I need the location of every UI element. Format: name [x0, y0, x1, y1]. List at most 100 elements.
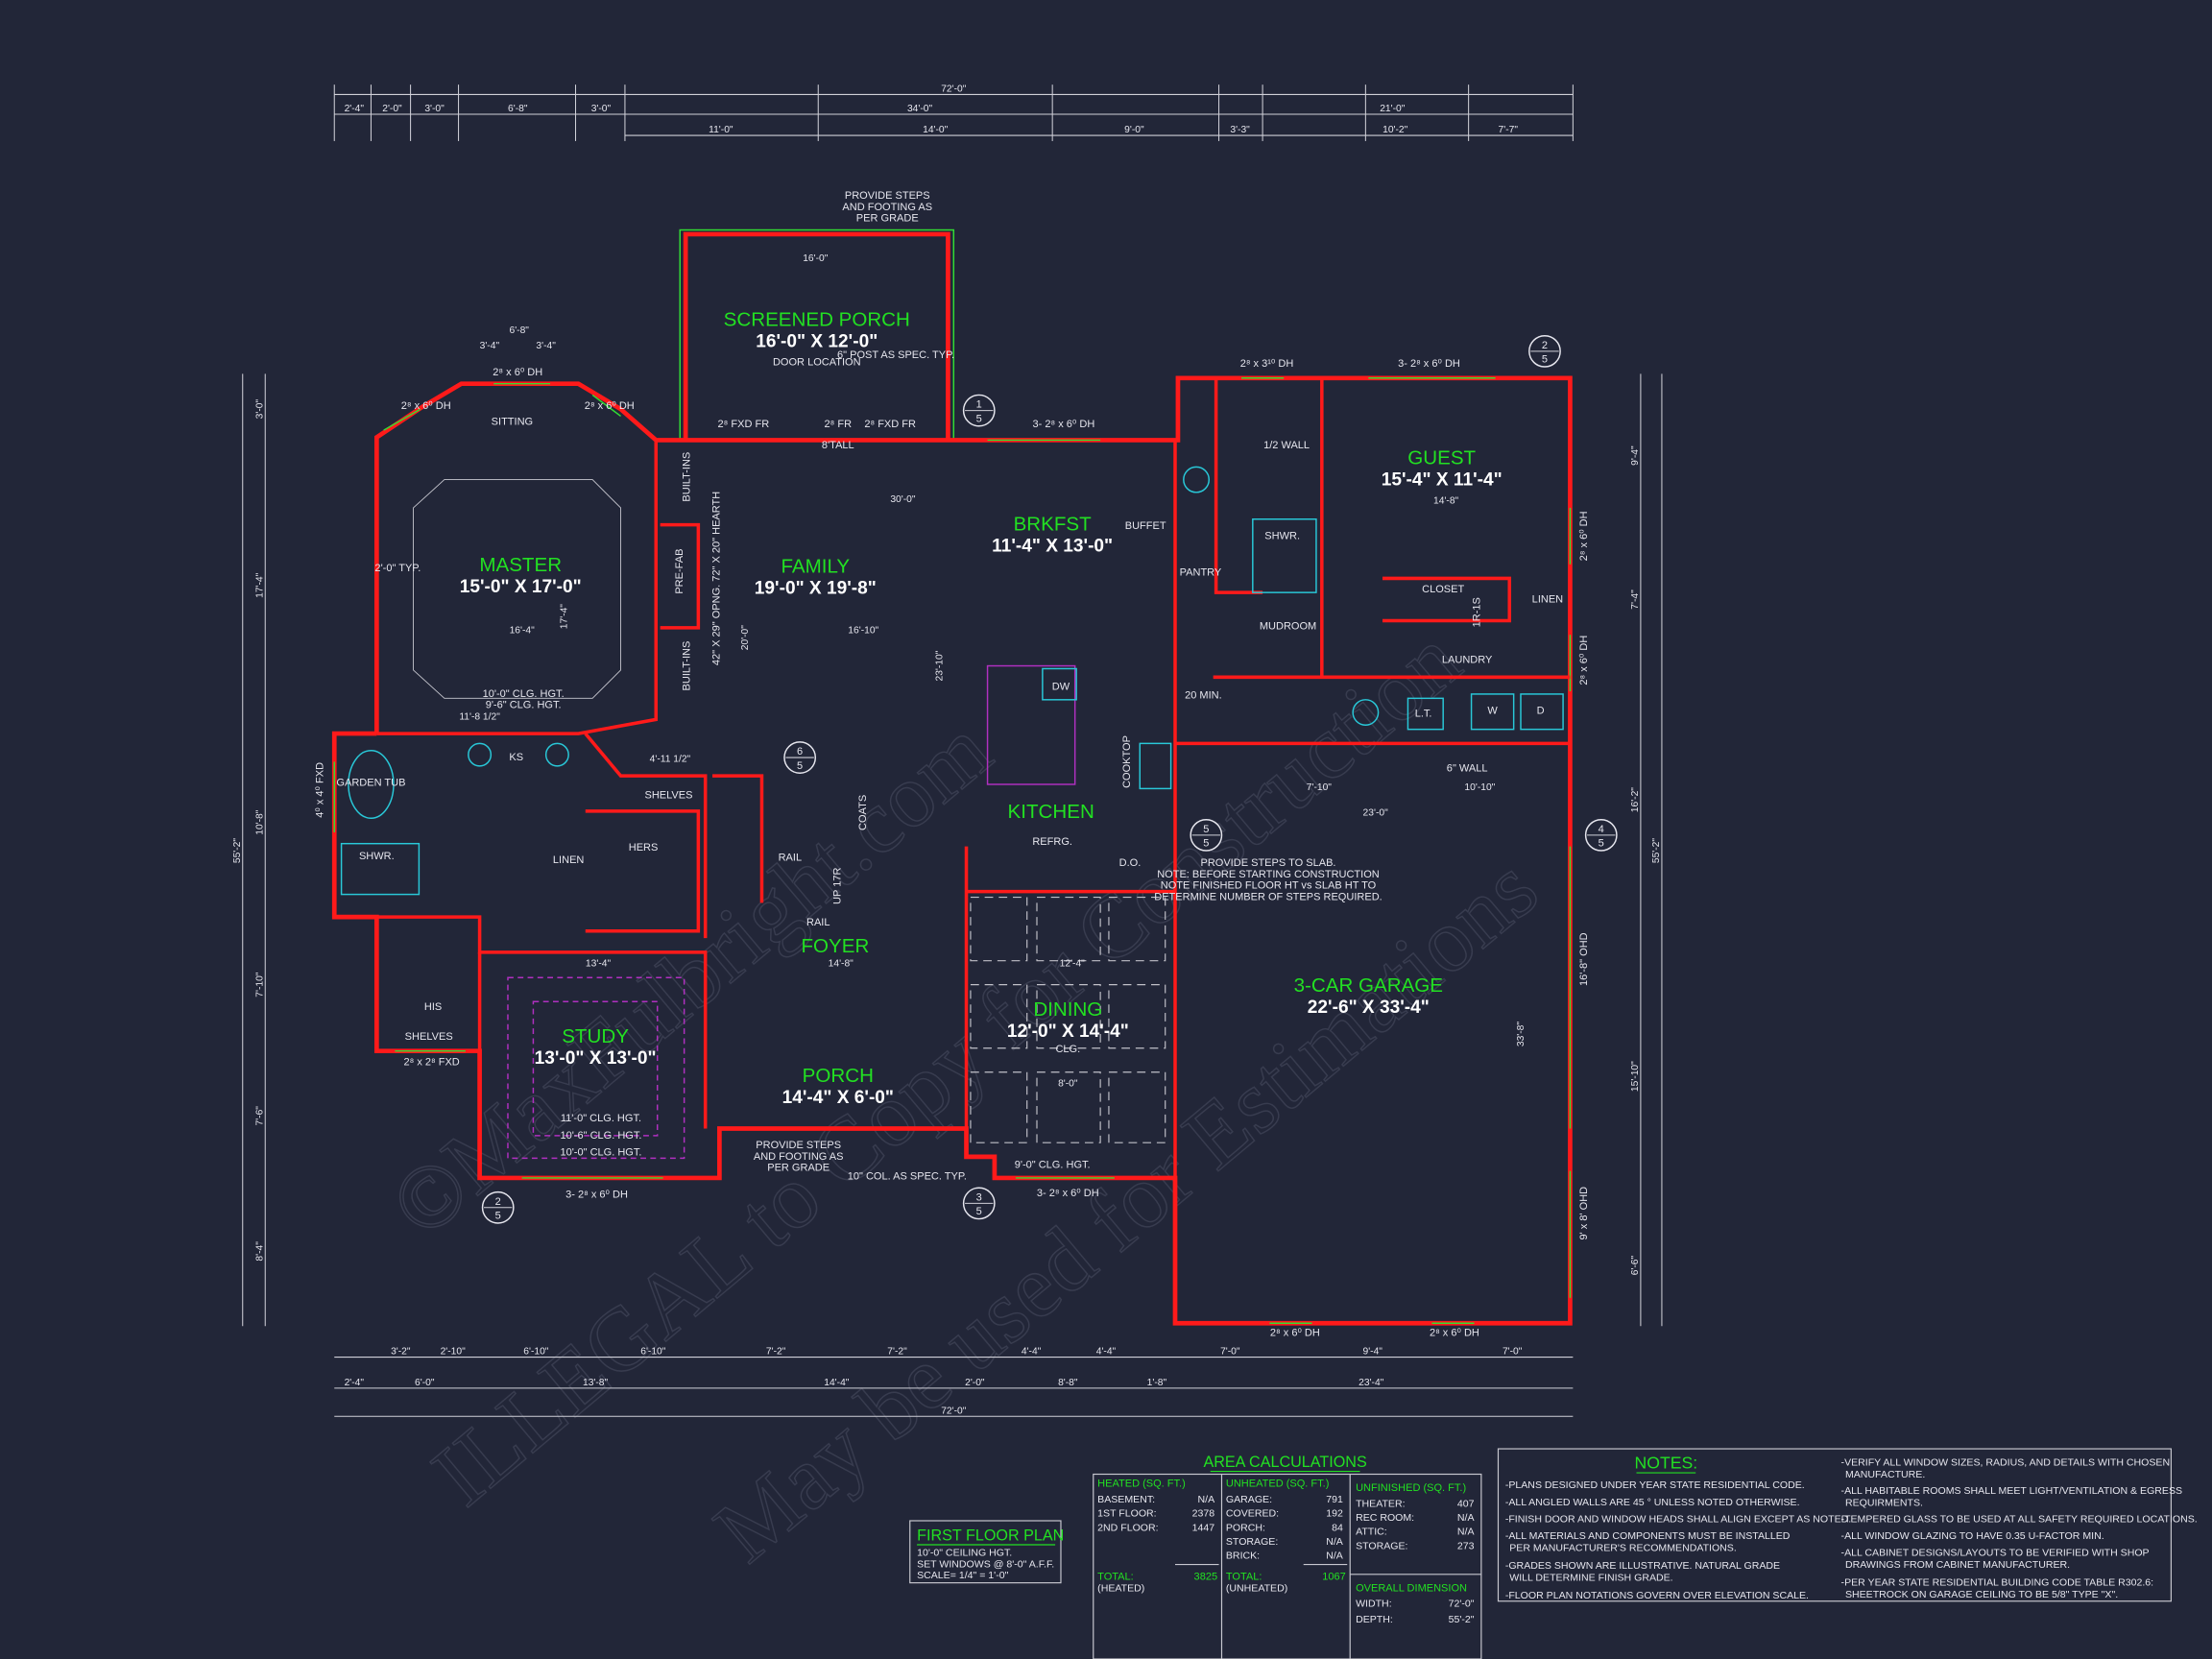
dimension-lines [242, 84, 1663, 1417]
area-row-label: ATTIC: [1356, 1527, 1387, 1538]
section-marker-number: 6 [797, 746, 803, 757]
room-name: STUDY [562, 1025, 629, 1047]
dimension: 14'-8" [1433, 496, 1459, 507]
note-item: -VERIFY ALL WINDOW SIZES, RADIUS, AND DE… [1841, 1457, 2171, 1480]
dimension: 14'-4" [824, 1378, 850, 1388]
area-row-label: BRICK: [1226, 1551, 1260, 1562]
interior-walls [376, 377, 1571, 1324]
room-size: 14'-4" X 6'-0" [782, 1088, 894, 1108]
section-marker-sheet: 5 [1599, 838, 1604, 850]
section-marker-number: 1 [976, 399, 982, 411]
plan-note: 10'-6" CLG. HGT. [560, 1130, 641, 1142]
fixture-label: SHWR. [1264, 530, 1300, 541]
dimension: 2'-4" [345, 104, 365, 114]
plan-title-block: FIRST FLOOR PLAN 10'-0" CEILING HGT. SET… [909, 1520, 1064, 1584]
plan-note: NOTE: BEFORE STARTING CONSTRUCTION [1157, 869, 1380, 880]
fixture-label: BUILT-INS [682, 641, 693, 691]
plan-note: AND FOOTING AS [754, 1151, 844, 1163]
section-marker-sheet: 5 [1542, 354, 1548, 366]
dimension: 11'-8 1/2" [459, 711, 500, 722]
dimension: 7'-2" [766, 1347, 786, 1358]
dimension: 7'-0" [1220, 1347, 1240, 1358]
dimension: 3'-3" [1230, 125, 1250, 135]
section-marker-number: 5 [1203, 824, 1209, 835]
area-total-sub: (HEATED) [1097, 1582, 1144, 1594]
fixture-label: PRE-FAB [674, 549, 685, 594]
area-total-sub: (UNHEATED) [1226, 1582, 1287, 1594]
section-marker-number: 4 [1599, 824, 1604, 835]
notes-title: NOTES: [1635, 1454, 1698, 1473]
room-name: DINING [1033, 998, 1102, 1021]
fixture-label: DOOR LOCATION [773, 357, 861, 369]
area-total-value: 1067 [1322, 1572, 1346, 1583]
note-item: -GRADES SHOWN ARE ILLUSTRATIVE. NATURAL … [1505, 1560, 1780, 1583]
notes-box: NOTES: -PLANS DESIGNED UNDER YEAR STATE … [1497, 1448, 2198, 1602]
dimension: 7'-6" [254, 1106, 265, 1126]
area-row-label: BASEMENT: [1097, 1494, 1155, 1505]
fixture-label: UP 17R [832, 868, 844, 904]
fixture-label: HIS [424, 1001, 442, 1013]
window-label: 2⁸ x 6⁰ DH [493, 367, 542, 378]
window-label: 3- 2⁸ x 6⁰ DH [1398, 358, 1460, 370]
area-row-value: 55'-2" [1449, 1614, 1475, 1625]
window-label: 3- 2⁸ x 6⁰ DH [1033, 419, 1095, 430]
dimension: 4'-4" [1022, 1347, 1042, 1358]
plan-note: DETERMINE NUMBER OF STEPS REQUIRED. [1154, 891, 1382, 902]
section-marker-sheet: 5 [976, 1206, 982, 1217]
dimension: 10'-8" [254, 809, 265, 835]
fixture-label: SHELVES [644, 790, 692, 802]
dimension: 6'-8" [508, 104, 528, 114]
dimension: 6'-10" [523, 1347, 549, 1358]
room-name: BRKFST [1014, 513, 1093, 535]
room-name: MASTER [479, 554, 562, 576]
dimension: 7'-2" [887, 1347, 907, 1358]
dimension-texts: 72'-0"72'-0"2'-4"2'-0"3'-0"6'-8"3'-0"34'… [232, 84, 1662, 1417]
fixture-label: BUILT-INS [682, 452, 693, 502]
note-item: -ALL MATERIALS AND COMPONENTS MUST BE IN… [1505, 1530, 1791, 1553]
fixture-labels: SITTINGPANTRYMUDROOMCLOSETLAUNDRYLINENSH… [336, 349, 1563, 1182]
dimension-overall: 72'-0" [941, 84, 967, 95]
dimension: 10'-2" [1382, 125, 1408, 135]
fixture-label: 20 MIN. [1185, 689, 1222, 701]
dimension: 17'-4" [560, 604, 570, 630]
section-marker-sheet: 5 [797, 760, 803, 772]
plan-title-line: SCALE= 1/4" = 1'-0" [917, 1570, 1008, 1581]
dimension: 7'-10" [1307, 782, 1333, 793]
room-size: 13'-0" X 13'-0" [535, 1048, 657, 1069]
room-name: 3-CAR GARAGE [1294, 974, 1443, 997]
plan-title-line: 10'-0" CEILING HGT. [917, 1548, 1012, 1559]
area-total-value: 3825 [1194, 1572, 1218, 1583]
plan-note: 9'-6" CLG. HGT. [486, 700, 562, 711]
dimension: 34'-0" [907, 104, 933, 114]
window-label: 2⁸ x 6⁰ DH [1578, 511, 1590, 561]
area-row-value: 84 [1332, 1522, 1343, 1533]
dimension-left-total: 55'-2" [232, 838, 243, 864]
note-item: -PER YEAR STATE RESIDENTIAL BUILDING COD… [1841, 1577, 2154, 1600]
dimension: 8'-0" [1058, 1078, 1078, 1089]
dimension: 21'-0" [1380, 104, 1406, 114]
note-item: -ALL CABINET DESIGNS/LAYOUTS TO BE VERIF… [1841, 1548, 2150, 1571]
fixture-label: COATS [857, 795, 869, 830]
section-marker-sheet: 5 [1203, 838, 1209, 850]
fixture-label: 8'TALL [822, 440, 854, 451]
area-row-value: 273 [1457, 1540, 1475, 1551]
area-section-header: OVERALL DIMENSION [1356, 1582, 1467, 1594]
fixture-label: PANTRY [1180, 567, 1222, 579]
area-row-value: N/A [1326, 1536, 1344, 1548]
section-marker-sheet: 5 [495, 1211, 501, 1222]
area-row-value: N/A [1326, 1551, 1344, 1562]
window-label: 2⁸ x 2⁸ FXD [403, 1056, 459, 1068]
area-row-label: REC ROOM: [1356, 1512, 1414, 1524]
room-size: 12'-0" X 14'-4" [1007, 1022, 1129, 1042]
window-label: 2⁸ x 6⁰ DH [585, 400, 635, 412]
fixture-label: HERS [629, 842, 659, 854]
room-size: 16'-0" X 12'-0" [756, 331, 878, 351]
room-size: 11'-4" X 13'-0" [992, 537, 1113, 557]
dimension: 6'-10" [640, 1347, 666, 1358]
dimension: 9'-4" [1630, 445, 1641, 466]
window-label: 16'-8" OHD [1578, 932, 1590, 986]
fixture-label: MUDROOM [1260, 620, 1316, 632]
area-calculations: AREA CALCULATIONS HEATED (SQ. FT.)BASEME… [1093, 1454, 1482, 1659]
dimension: 23'-0" [1363, 807, 1389, 818]
